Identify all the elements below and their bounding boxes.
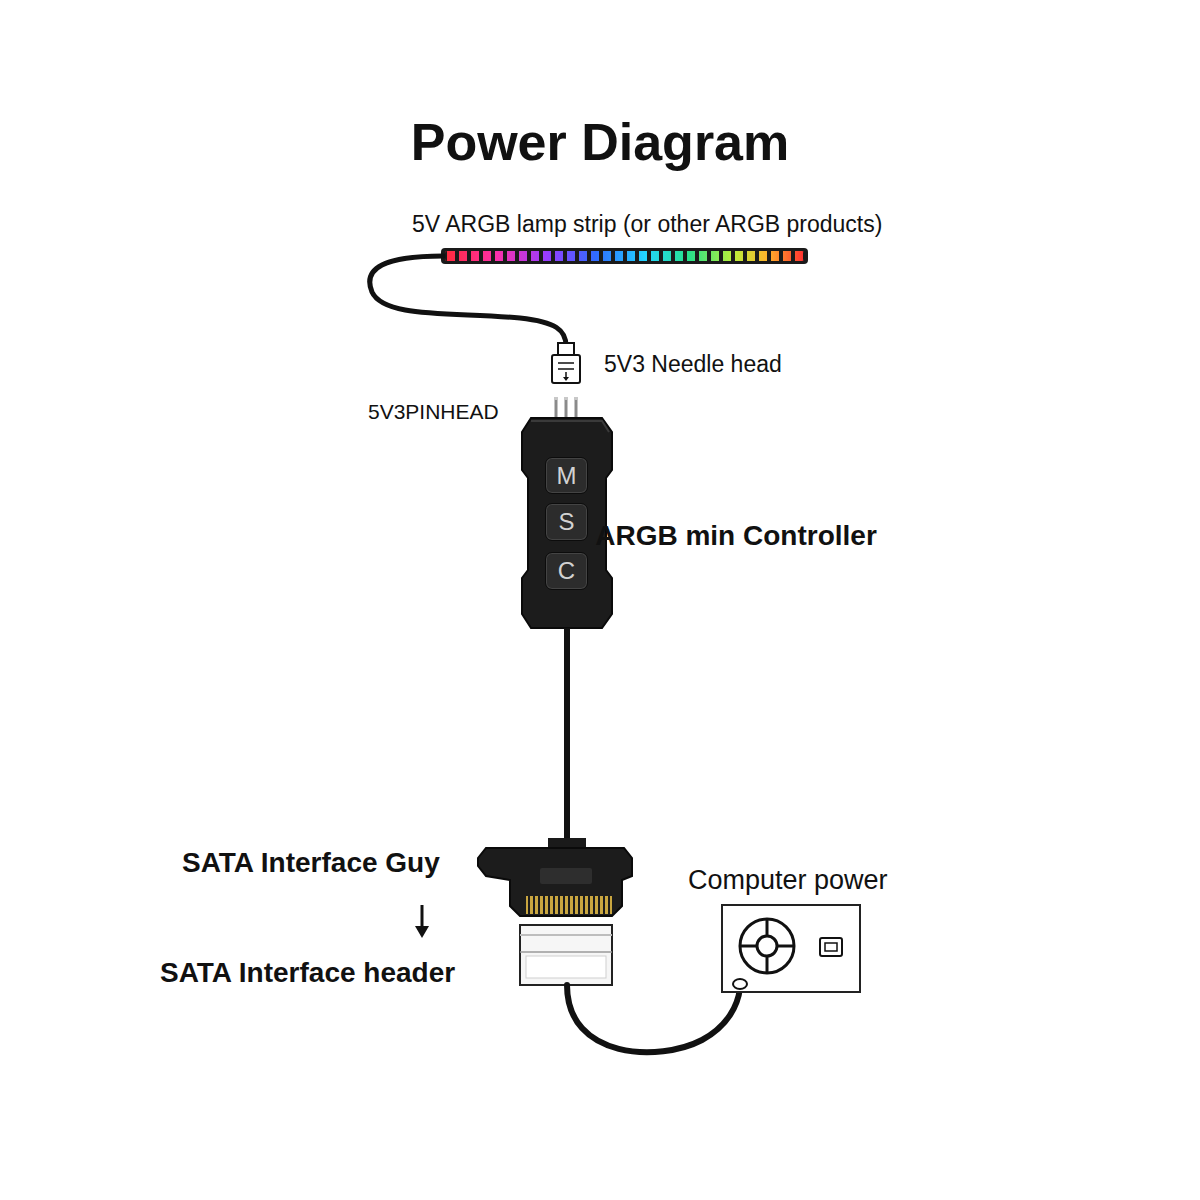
controller-button: M	[545, 457, 588, 494]
button-letter: C	[558, 559, 575, 583]
down-arrow	[415, 905, 429, 938]
button-letter: M	[557, 464, 577, 488]
sata-header	[520, 925, 612, 985]
diagram-title: Power Diagram	[411, 111, 790, 173]
power-label: Computer power	[688, 864, 888, 896]
strip-cable	[370, 256, 566, 346]
power-supply	[722, 905, 860, 992]
button-letter: S	[558, 510, 574, 534]
controller-button: S	[545, 503, 588, 541]
sata-plug-label: SATA Interface Guy	[182, 846, 440, 880]
controller-button: C	[545, 552, 588, 590]
controller-cable	[564, 628, 570, 848]
connector-label: 5V3 Needle head	[604, 351, 782, 379]
sata-header-label: SATA Interface header	[160, 956, 455, 990]
pin-header-label: 5V3PINHEAD	[368, 399, 499, 424]
psu-cable	[567, 985, 740, 1052]
controller-label: ARGB min Controller	[595, 519, 877, 553]
pin-header	[556, 399, 576, 419]
needle-head-connector	[552, 343, 580, 383]
sata-plug	[478, 838, 632, 916]
strip-label: 5V ARGB lamp strip (or other ARGB produc…	[412, 211, 882, 239]
led-strip	[441, 248, 808, 264]
